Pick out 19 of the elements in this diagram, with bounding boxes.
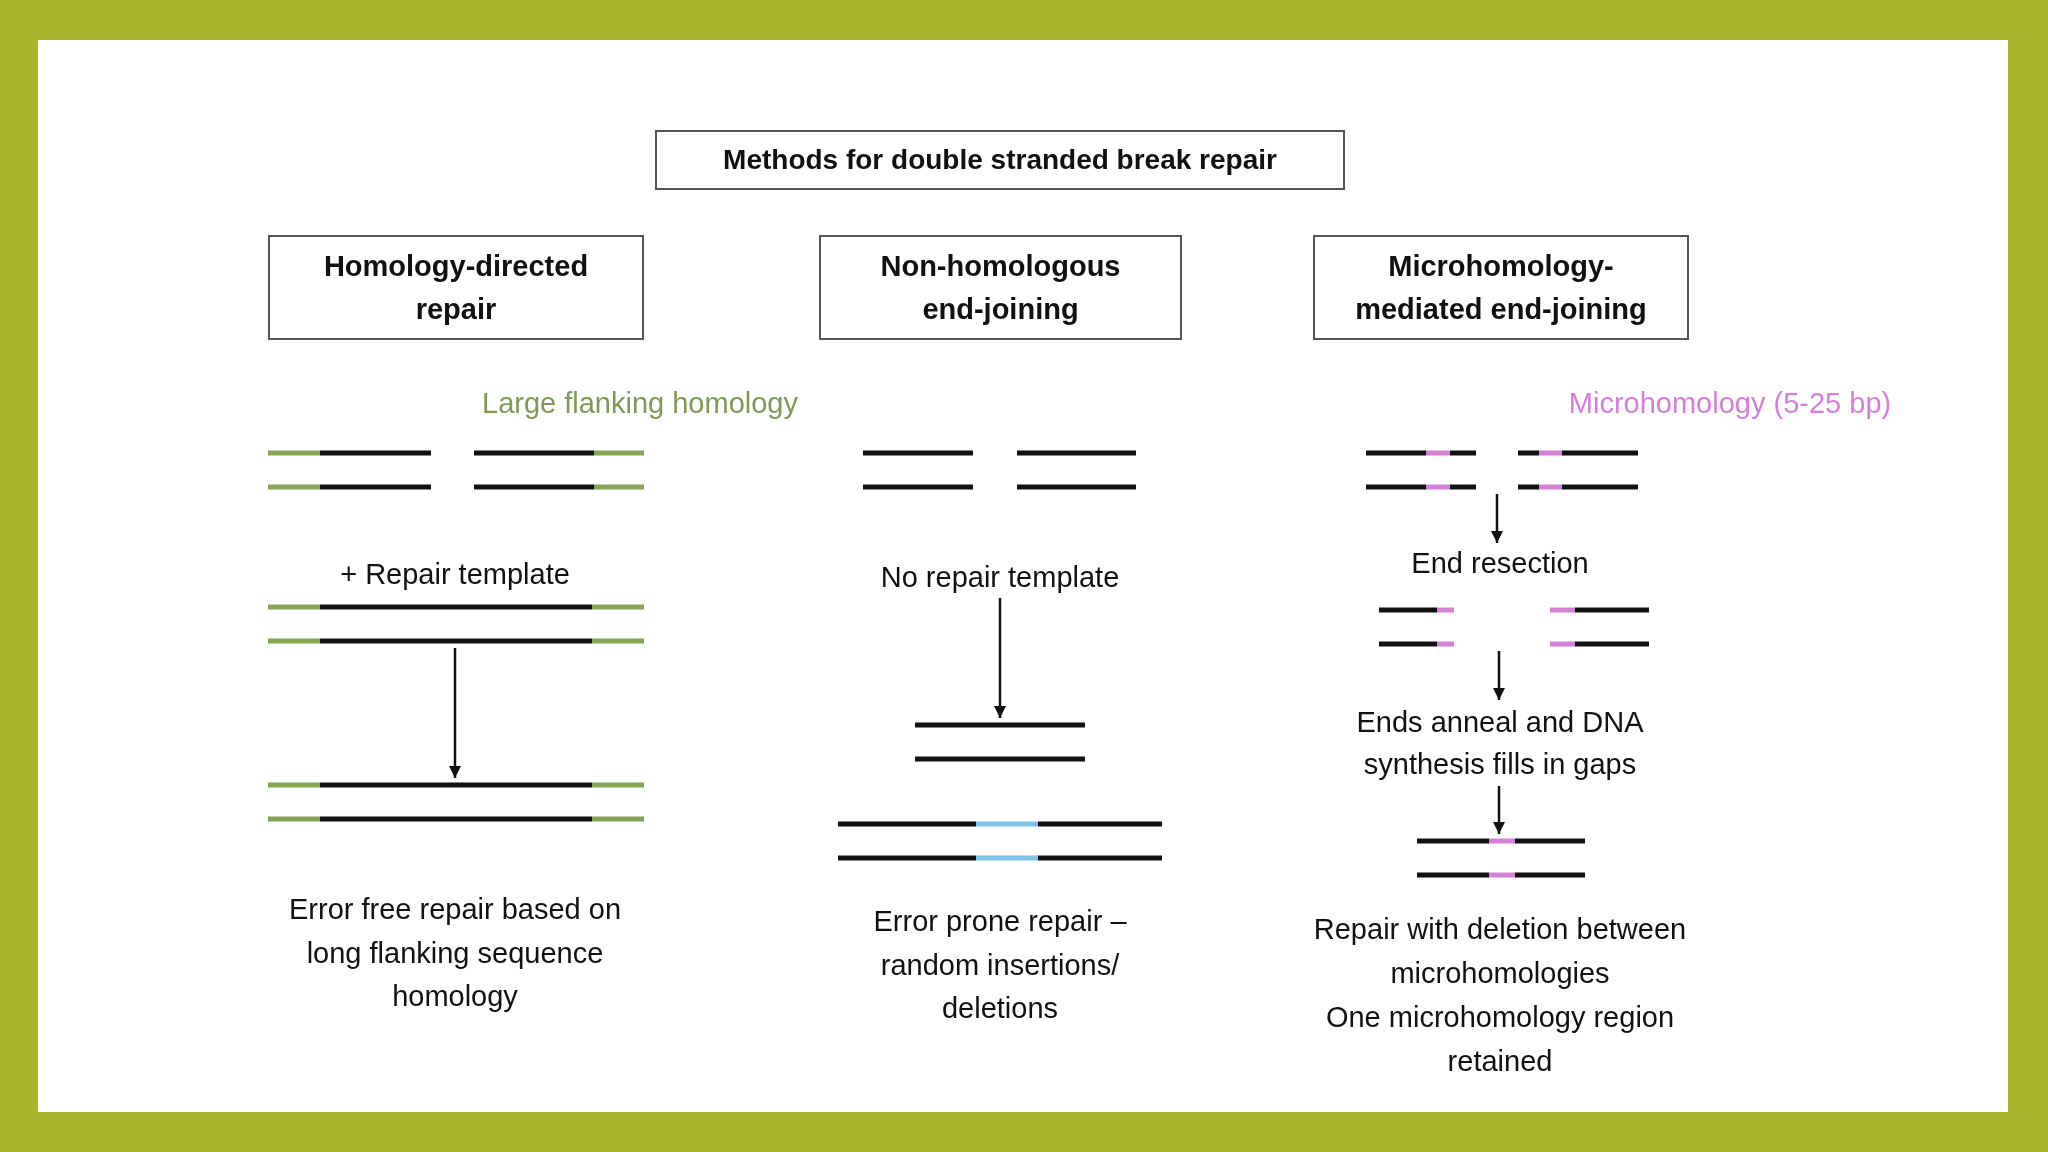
- description-text: Repair with deletion between microhomologies: [1312, 912, 1688, 991]
- arrow: [993, 598, 1007, 718]
- description-text: Error free repair based on long flanking sequence homology: [287, 892, 623, 1014]
- description-text: + Repair template: [339, 557, 571, 592]
- description-text: One microhomology region retained: [1324, 1000, 1676, 1079]
- arrow: [1490, 494, 1504, 543]
- title-box: Methods for double stranded break repair: [655, 130, 1345, 190]
- step-text: No repair template: [820, 556, 1180, 598]
- annotation-label: Microhomology (5-25 bp): [1567, 386, 1893, 421]
- method-box: Homology-directed repair: [268, 235, 644, 340]
- annotation-label: Large flanking homology: [481, 386, 799, 421]
- method-box: Non-homologous end-joining: [819, 235, 1182, 340]
- arrow: [1492, 786, 1506, 834]
- arrow: [1492, 651, 1506, 700]
- step-text: End resection: [1380, 543, 1620, 583]
- description-text: Error prone repair – random insertions/ deletions: [872, 904, 1128, 1026]
- step-text: Ends anneal and DNA synthesis fills in gaps: [1290, 700, 1710, 786]
- method-box: Microhomology-mediated end-joining: [1313, 235, 1689, 340]
- arrow: [448, 648, 462, 778]
